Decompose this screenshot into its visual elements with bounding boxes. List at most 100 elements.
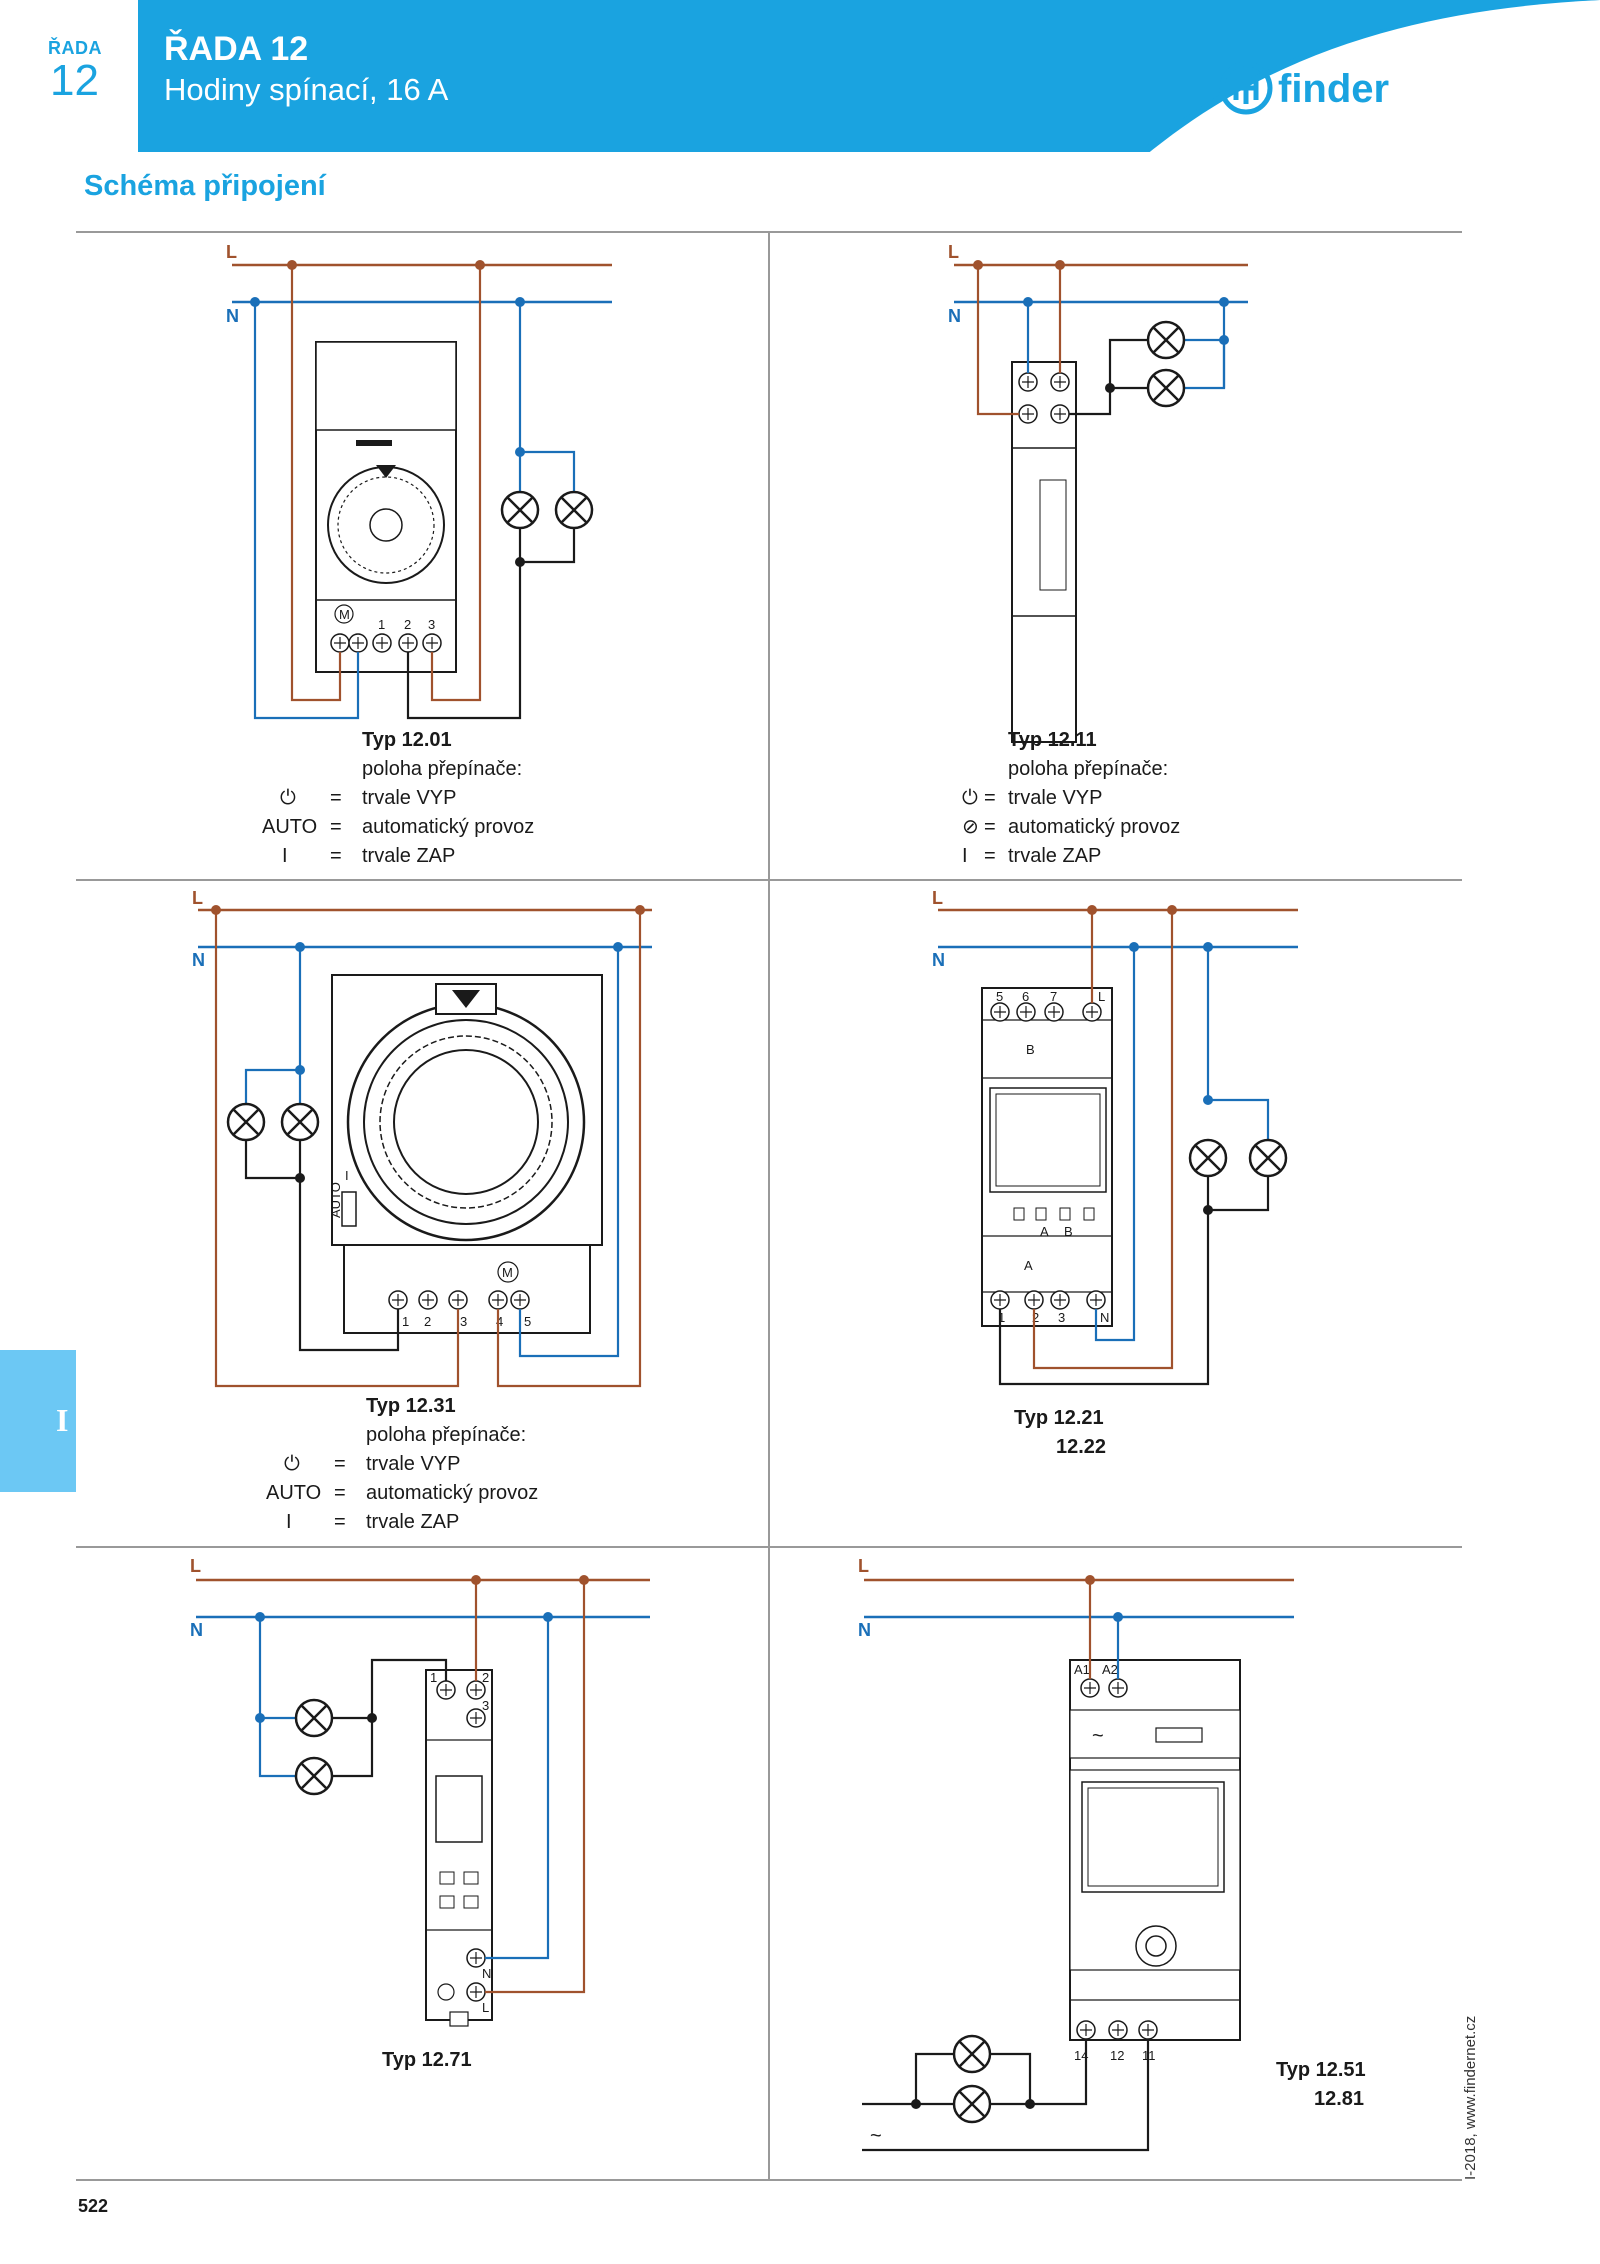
- svg-text:A: A: [1024, 1258, 1033, 1273]
- page-title: ŘADA 12: [164, 30, 309, 68]
- diagram-12-11: L N Typ 12.11 poloha přepínače: ⏻ = trva…: [948, 242, 1248, 867]
- svg-text:1: 1: [430, 1670, 437, 1685]
- svg-text:5: 5: [524, 1314, 531, 1329]
- svg-text:=: =: [330, 816, 342, 838]
- side-tab-label: I: [56, 1402, 69, 1438]
- svg-text:B: B: [1026, 1042, 1035, 1057]
- svg-text:trvale ZAP: trvale ZAP: [1008, 845, 1101, 867]
- svg-text:2: 2: [424, 1314, 431, 1329]
- svg-text:I: I: [962, 845, 968, 867]
- N-label: N: [858, 1620, 871, 1640]
- N-label: N: [190, 1620, 203, 1640]
- type-label-2: 12.22: [1056, 1436, 1106, 1458]
- svg-text:~: ~: [870, 2125, 882, 2147]
- svg-text:14: 14: [1074, 2048, 1088, 2063]
- svg-text:trvale ZAP: trvale ZAP: [366, 1511, 459, 1533]
- N-label: N: [948, 306, 961, 326]
- series-number: 12: [50, 56, 99, 105]
- svg-text:⏻: ⏻: [284, 1453, 300, 1475]
- svg-text:automatický provoz: automatický provoz: [366, 1482, 538, 1504]
- svg-text:⏻: ⏻: [962, 787, 978, 809]
- svg-text:poloha přepínače:: poloha přepínače:: [1008, 758, 1168, 780]
- svg-text:5: 5: [996, 989, 1003, 1004]
- diagram-12-21: L N A B 5 6 7 L B A 1 2 3 N: [932, 888, 1298, 1458]
- svg-text:3: 3: [482, 1698, 489, 1713]
- svg-text:=: =: [984, 787, 996, 809]
- svg-text:M: M: [339, 607, 350, 622]
- svg-text:=: =: [330, 845, 342, 867]
- svg-text:1: 1: [402, 1314, 409, 1329]
- svg-text:=: =: [334, 1453, 346, 1475]
- diagram-12-71: L N 1 2 3 N L Typ 12.71: [190, 1556, 650, 2071]
- svg-text:L: L: [1098, 989, 1105, 1004]
- page-number: 522: [78, 2196, 109, 2216]
- svg-text:N: N: [1100, 1310, 1109, 1325]
- type-label-2: 12.81: [1314, 2088, 1364, 2110]
- svg-text:I: I: [282, 845, 288, 867]
- diagram-12-01: L N M 1 2 3 Typ 12.01: [226, 242, 612, 867]
- svg-text:=: =: [984, 816, 996, 838]
- svg-text:=: =: [334, 1511, 346, 1533]
- svg-text:AUTO: AUTO: [328, 1182, 343, 1218]
- type-label: Typ 12.11: [1008, 729, 1097, 751]
- svg-text:automatický provoz: automatický provoz: [362, 816, 534, 838]
- svg-text:=: =: [334, 1482, 346, 1504]
- svg-text:7: 7: [1050, 989, 1057, 1004]
- header-curve-decoration: [1140, 0, 1600, 160]
- terminal-label-2: 2: [404, 617, 411, 632]
- type-label: Typ 12.71: [382, 2049, 472, 2071]
- svg-text:trvale VYP: trvale VYP: [1008, 787, 1102, 809]
- svg-text:=: =: [330, 787, 342, 809]
- svg-text:A1: A1: [1074, 1662, 1090, 1677]
- svg-text:B: B: [1064, 1224, 1073, 1239]
- L-label: L: [190, 1556, 201, 1576]
- type-label: Typ 12.31: [366, 1395, 456, 1417]
- L-label: L: [948, 242, 959, 262]
- diagram-12-31: L N I AUTO M 1 2 3 4 5: [192, 888, 652, 1533]
- svg-text:A2: A2: [1102, 1662, 1118, 1677]
- svg-text:⏻: ⏻: [280, 787, 296, 809]
- svg-text:~: ~: [1092, 1725, 1104, 1747]
- finder-logo-text: finder: [1278, 67, 1389, 111]
- svg-text:trvale VYP: trvale VYP: [362, 787, 456, 809]
- svg-text:poloha přepínače:: poloha přepínače:: [366, 1424, 526, 1446]
- svg-text:=: =: [984, 845, 996, 867]
- section-title: Schéma připojení: [84, 170, 326, 202]
- type-label: Typ 12.01: [362, 729, 452, 751]
- svg-text:1: 1: [998, 1310, 1005, 1325]
- footer-side-text: I-2018, www.findernet.cz: [1462, 2015, 1479, 2180]
- type-label: Typ 12.21: [1014, 1407, 1104, 1429]
- page-subtitle: Hodiny spínací, 16 A: [164, 72, 449, 107]
- svg-text:N: N: [482, 1966, 491, 1981]
- terminal-label-1: 1: [378, 617, 385, 632]
- svg-text:poloha přepínače:: poloha přepínače:: [362, 758, 522, 780]
- svg-text:AUTO: AUTO: [262, 816, 317, 838]
- svg-text:M: M: [502, 1265, 513, 1280]
- svg-text:A: A: [1040, 1224, 1049, 1239]
- svg-text:2: 2: [482, 1670, 489, 1685]
- svg-text:I: I: [345, 1168, 349, 1183]
- svg-text:4: 4: [496, 1314, 503, 1329]
- svg-text:trvale VYP: trvale VYP: [366, 1453, 460, 1475]
- series-label: ŘADA: [48, 38, 102, 58]
- svg-text:12: 12: [1110, 2048, 1124, 2063]
- L-label: L: [192, 888, 203, 908]
- svg-text:⊘: ⊘: [962, 816, 979, 838]
- svg-text:automatický provoz: automatický provoz: [1008, 816, 1180, 838]
- svg-text:2: 2: [1032, 1310, 1039, 1325]
- finder-logo: finder: [1219, 61, 1389, 115]
- svg-text:trvale ZAP: trvale ZAP: [362, 845, 455, 867]
- terminal-label-3: 3: [428, 617, 435, 632]
- svg-text:6: 6: [1022, 989, 1029, 1004]
- L-label: L: [226, 242, 237, 262]
- N-label: N: [932, 950, 945, 970]
- svg-text:L: L: [482, 2000, 489, 2015]
- type-label: Typ 12.51: [1276, 2059, 1366, 2081]
- N-label: N: [226, 306, 239, 326]
- N-label: N: [192, 950, 205, 970]
- svg-text:AUTO: AUTO: [266, 1482, 321, 1504]
- side-tab: [0, 1350, 76, 1492]
- svg-text:3: 3: [460, 1314, 467, 1329]
- svg-text:I: I: [286, 1511, 292, 1533]
